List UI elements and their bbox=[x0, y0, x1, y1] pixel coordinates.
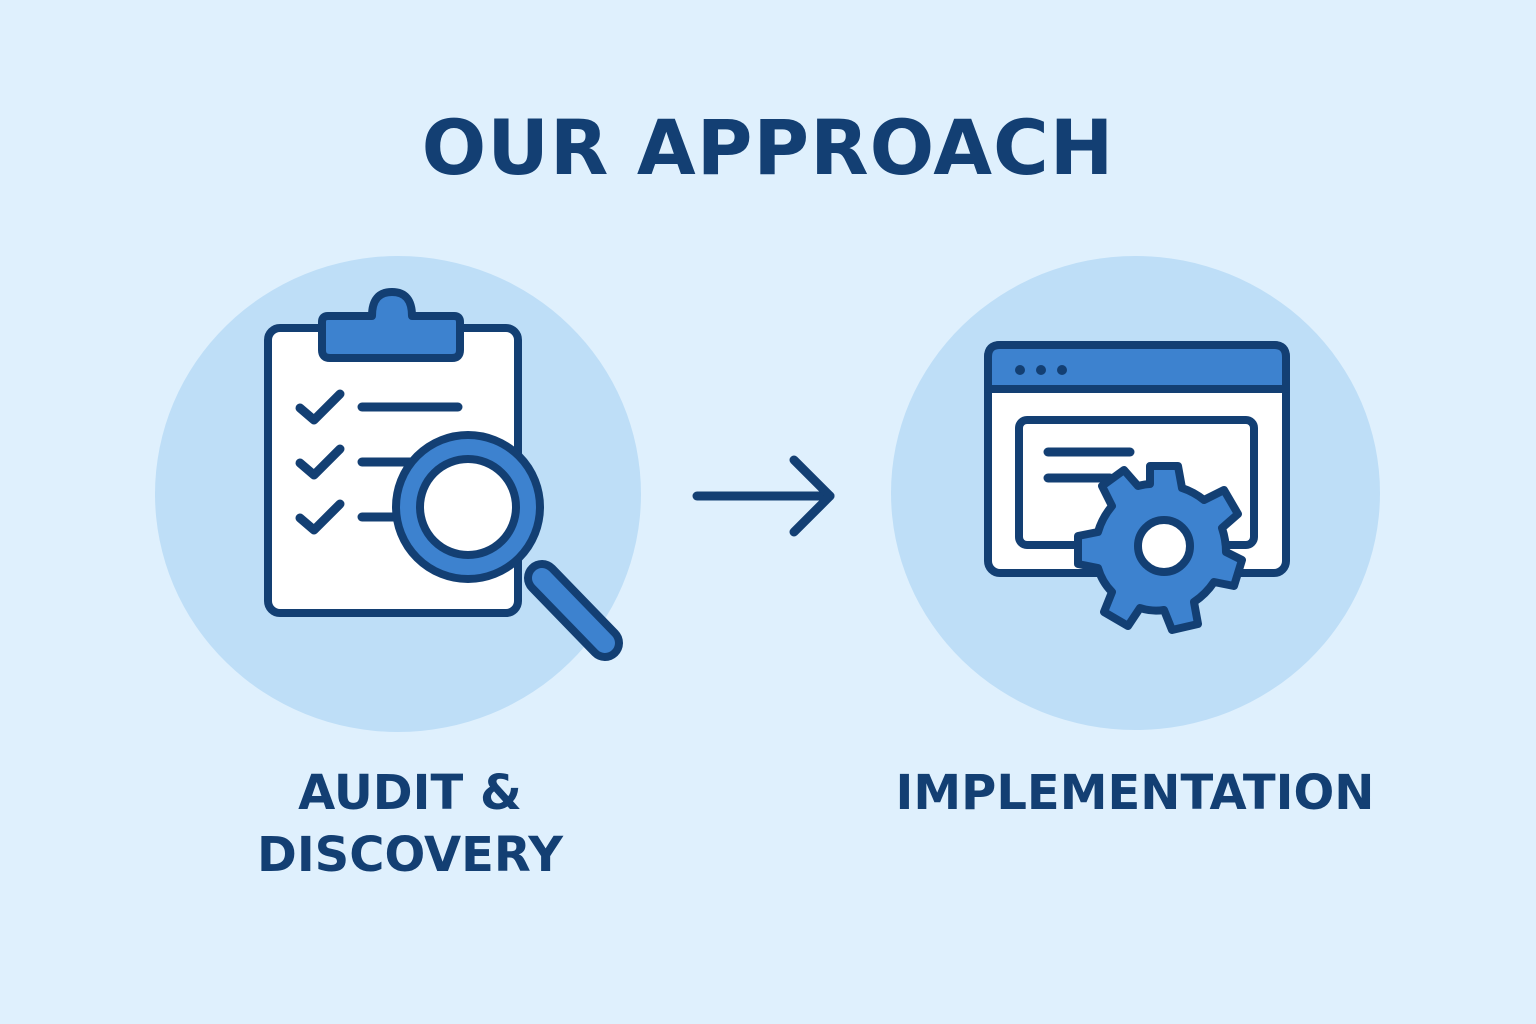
clipboard-checklist-magnifier-icon bbox=[264, 288, 623, 661]
label-line: IMPLEMENTATION bbox=[895, 765, 1375, 821]
audit-discovery-label: AUDIT & DISCOVERY bbox=[190, 762, 630, 886]
implementation-label: IMPLEMENTATION bbox=[860, 762, 1410, 824]
browser-window-gear-icon bbox=[984, 341, 1290, 634]
page-title: OUR APPROACH bbox=[421, 103, 1115, 192]
label-line: DISCOVERY bbox=[256, 827, 564, 883]
right-arrow-icon bbox=[692, 455, 835, 537]
label-line: AUDIT & bbox=[298, 765, 522, 821]
